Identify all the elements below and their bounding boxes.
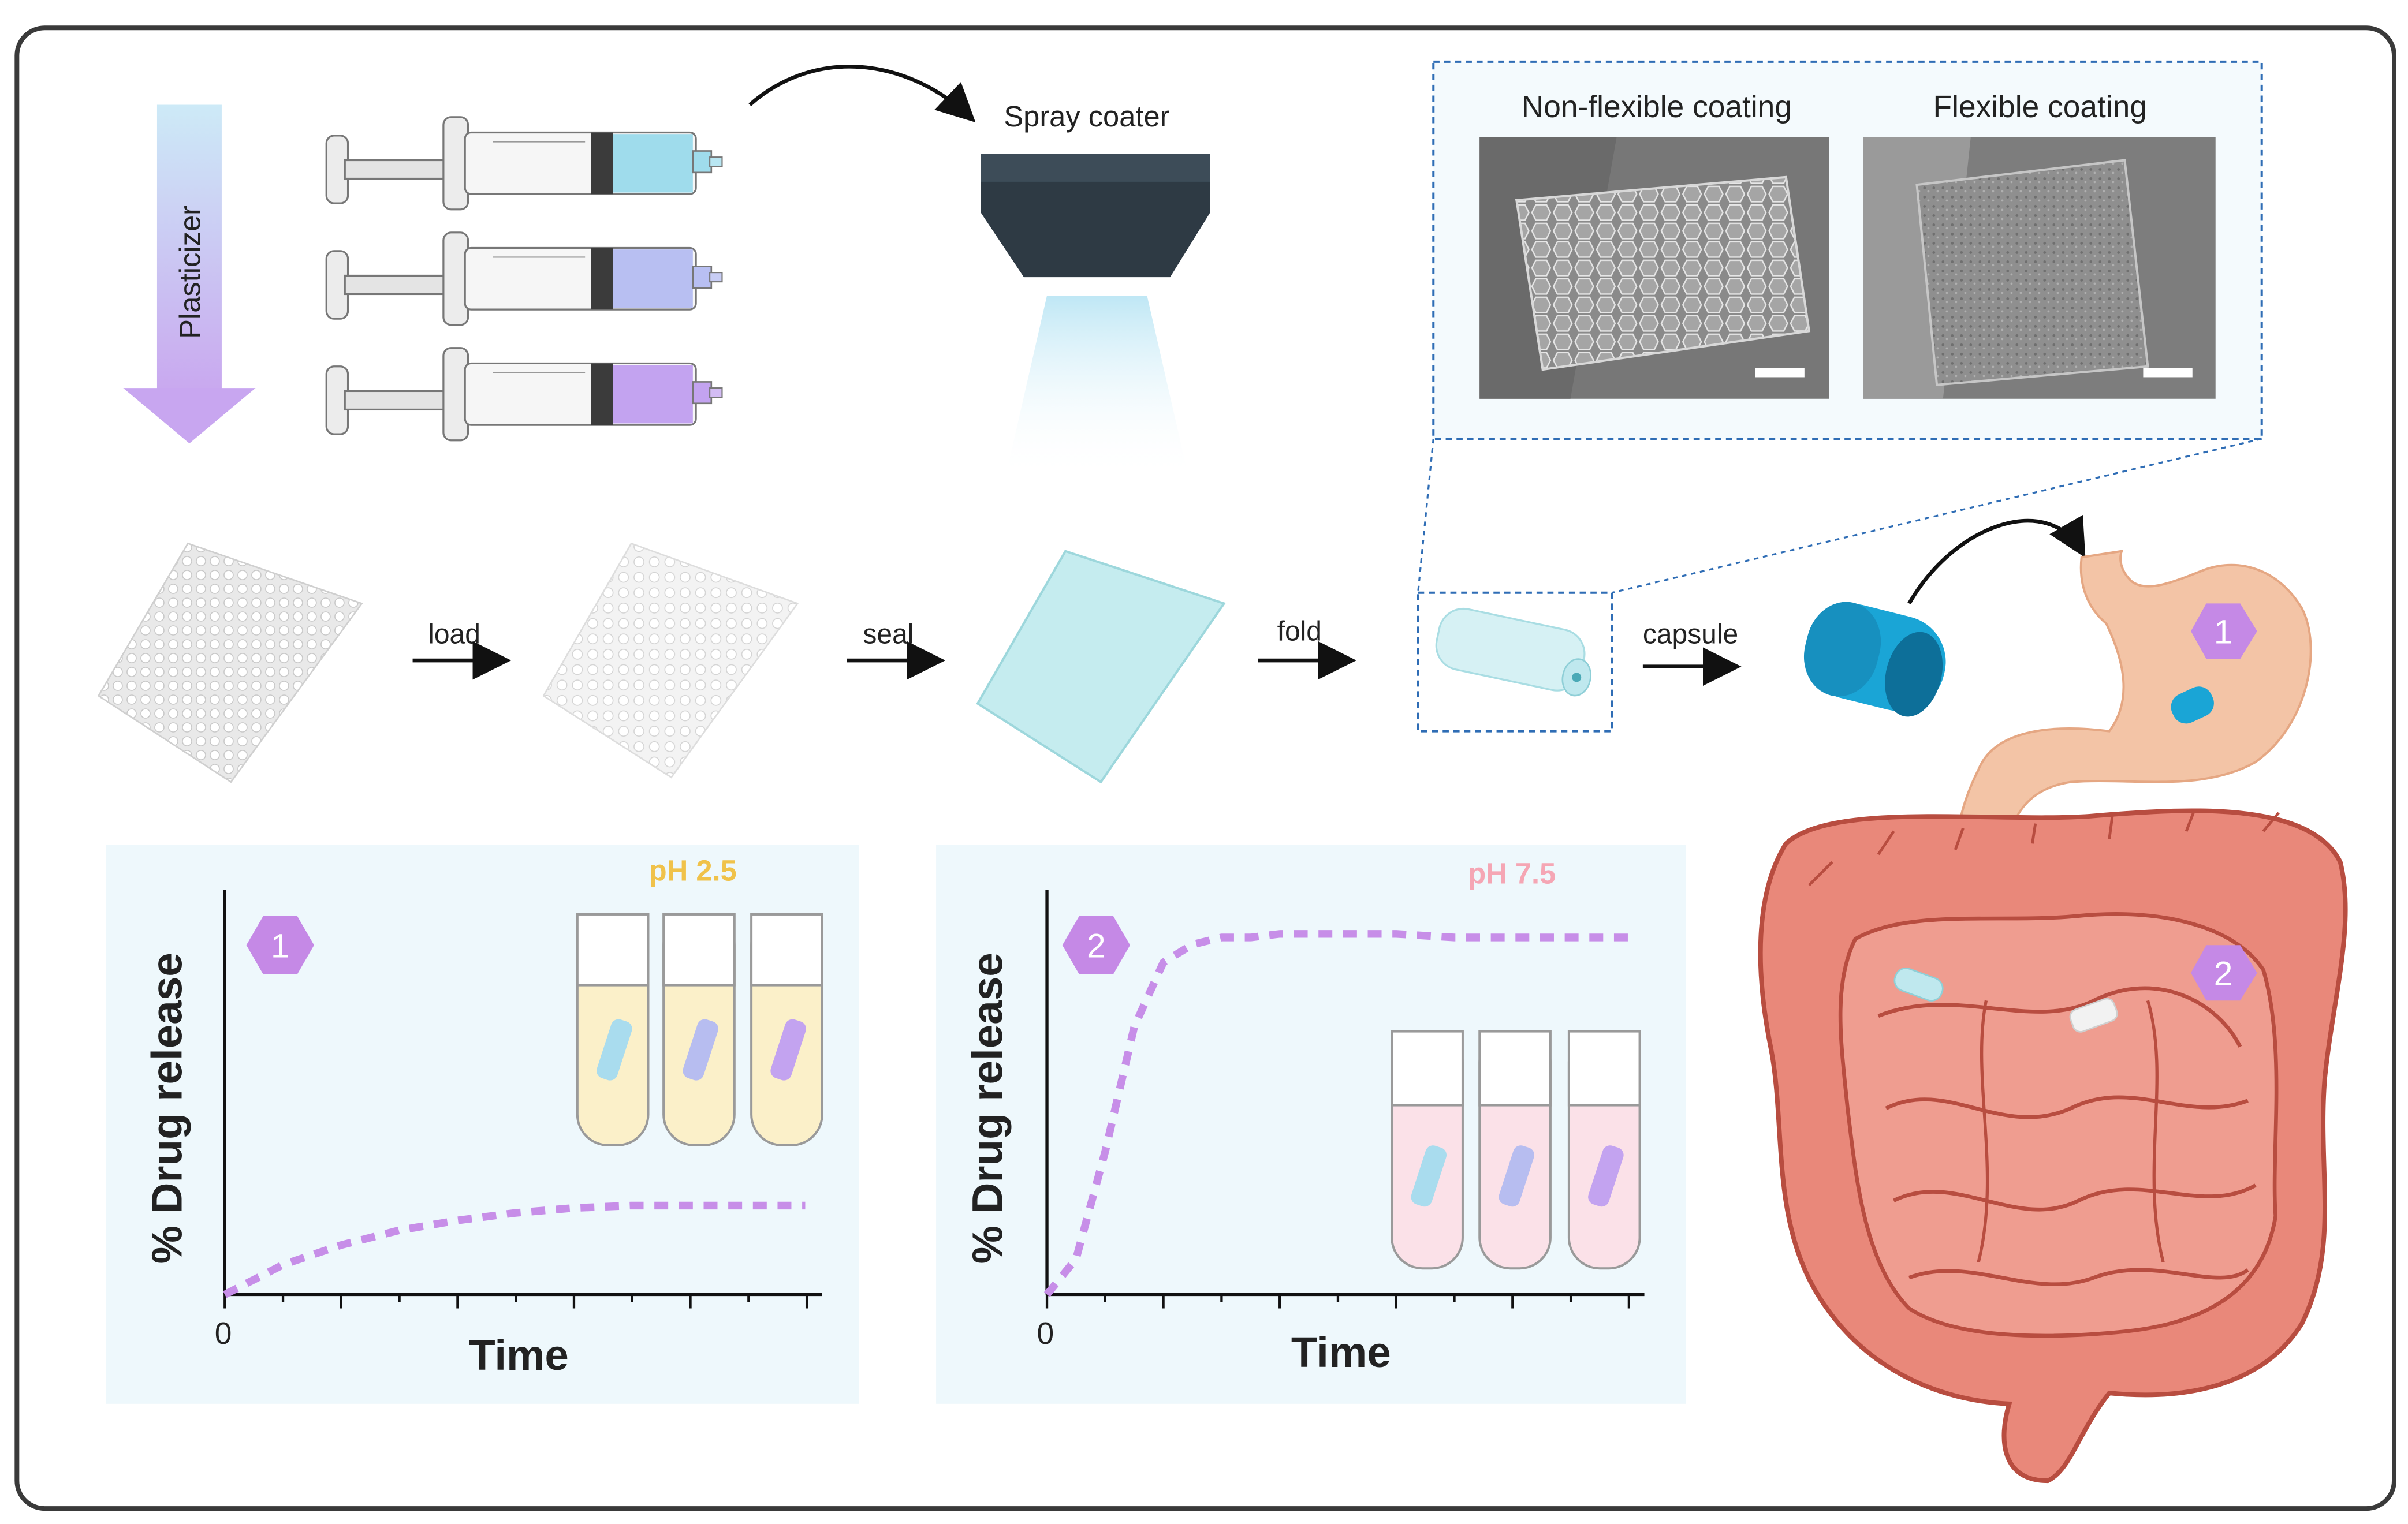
chart-2-data-point [1512,937,1513,938]
step-seal: seal [847,619,946,680]
chart-2-data-point [1629,937,1630,938]
step-fold: fold [1258,616,1356,680]
gi-marker-2-label: 2 [2214,955,2233,993]
syringe-3 [325,347,723,442]
chart-2-release-curve [1043,930,1629,1297]
chart-2-x-origin: 0 [1037,1317,1054,1351]
chart-2-data-point [1338,934,1339,935]
folded-roll [1417,591,1613,733]
sheet-sealed [976,550,1226,784]
arrow-to-spray-coater [748,65,976,123]
chart-2-background [936,845,1686,1404]
chart-1-marker-label: 1 [271,928,290,965]
chart-2-data-point [1134,1026,1135,1027]
chart-1-data-point [805,1205,806,1206]
chart-2-data-point [1221,937,1222,938]
chart-2-marker: 2 [1062,916,1131,974]
step-capsule: capsule [1643,619,1742,686]
chart-1-ylabel: % Drug release [143,952,191,1264]
syringe-2 [325,231,723,326]
chart-2-condition-label: pH 7.5 [1468,857,1556,890]
chart-1-axes [223,890,822,1309]
chart-1-release-curve [223,1201,806,1298]
sem-image-non-flexible [1479,137,1829,399]
step-load: load [412,619,512,680]
syringe-1 [325,116,723,211]
spray-coater-label: Spray coater [1004,100,1169,133]
step-fold-label: fold [1277,616,1322,647]
chart-1-data-point [747,1205,748,1206]
chart-1-condition-label: pH 2.5 [649,854,737,887]
chart-1-xlabel: Time [469,1331,569,1379]
chart-1-data-point [399,1230,400,1231]
chart-1-x-origin: 0 [215,1317,232,1351]
plasticizer-arrow: Plasticizer [123,104,256,444]
chart-2-xlabel: Time [1291,1328,1391,1376]
sheet-empty [97,542,363,783]
chart-1-marker: 1 [246,916,314,974]
gi-marker-2: 2 [2191,945,2257,1001]
chart-1-test-tubes [576,913,823,1146]
gi-marker-1: 1 [2191,603,2257,659]
chart-2-marker-label: 2 [1087,928,1106,965]
arrow-to-stomach [1907,514,2086,605]
sem-image-flexible [1863,137,2216,399]
chart-2-ylabel: % Drug release [963,952,1012,1264]
gi-marker-1-label: 1 [2214,614,2233,651]
chart-2-series [1043,930,1630,1297]
step-capsule-label: capsule [1643,619,1738,650]
chart-1-data-point [631,1205,632,1206]
release-chart-ph-high: 2 pH 7.5 0 Time % Drug release [936,845,1686,1404]
plasticizer-label: Plasticizer [174,206,207,339]
chart-2-axes [1045,890,1645,1309]
chart-2-data-point [1192,944,1193,945]
inset-title-non-flexible: Non-flexible coating [1522,90,1792,124]
chart-2-data-point [1047,1294,1048,1295]
step-seal-label: seal [863,619,914,650]
chart-1-series [223,1201,806,1298]
chart-2-test-tubes [1391,1030,1641,1270]
sem-inset: Non-flexible coating Flexible coating [1417,60,2263,594]
sheet-loaded [542,542,799,779]
release-chart-ph-low: 1 pH 2.5 0 Time % Drug release [106,845,859,1404]
step-load-label: load [428,619,480,650]
chart-2-data-point [1163,962,1164,963]
inset-title-flexible: Flexible coating [1933,90,2147,124]
capsule [1803,602,1946,717]
spray-coater: Spray coater [981,100,1210,477]
chart-2-data-point [1454,937,1455,938]
